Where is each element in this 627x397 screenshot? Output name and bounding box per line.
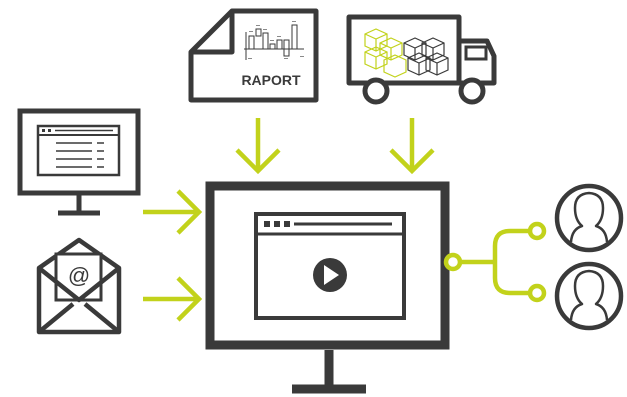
mini-chart [244,24,304,60]
report-label: RAPORT [241,72,301,88]
user-icon [554,261,624,331]
delivery-truck-icon [346,14,497,105]
play-icon [313,258,347,292]
document-report-icon: RAPORT [188,8,319,103]
network-connector-icon [443,221,547,303]
main-monitor-icon [205,181,450,394]
arrow-report-down [235,118,281,175]
user-icon [554,183,624,253]
cargo-boxes-gray [403,37,449,76]
mini-chart-ticks [248,21,304,59]
desktop-monitor-icon [17,108,141,216]
arrow-truck-down [389,118,435,175]
arrow-monitor-right [143,189,203,235]
at-symbol: @ [68,263,90,288]
cargo-boxes-green [364,28,407,78]
email-envelope-icon: @ [36,237,122,335]
arrow-email-right [143,276,203,322]
